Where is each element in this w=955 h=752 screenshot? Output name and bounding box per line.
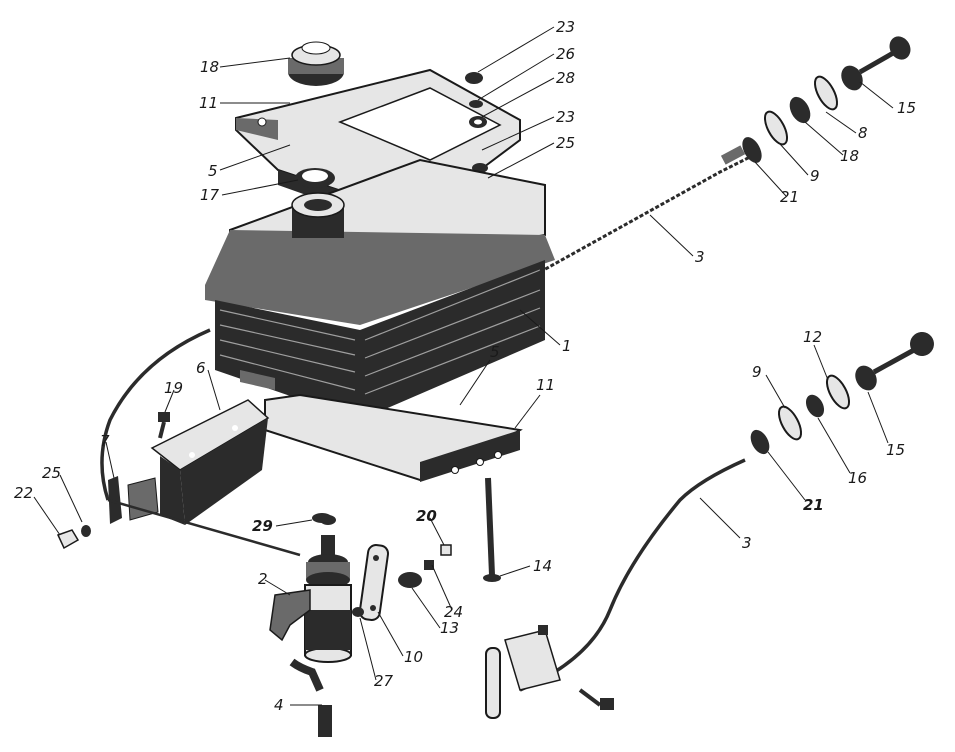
- callout-29: 29: [252, 517, 273, 535]
- callout-18: 18: [200, 58, 219, 76]
- callout-27: 27: [374, 672, 394, 690]
- callout-10: 10: [404, 648, 423, 666]
- control-cable-lower: [485, 332, 934, 719]
- callout-23: 23: [556, 108, 575, 126]
- callout-9: 9: [752, 363, 762, 381]
- filler-cap: [288, 41, 344, 86]
- callout-22: 22: [14, 484, 33, 502]
- callout-14: 14: [533, 557, 552, 575]
- callout-2: 2: [258, 570, 268, 588]
- tap-lever: [358, 544, 390, 621]
- callout-13: 13: [440, 619, 459, 637]
- callout-15: 15: [897, 99, 916, 117]
- callout-7: 7: [100, 432, 110, 450]
- lever-7: [108, 476, 159, 524]
- leader-lines: [33, 26, 894, 706]
- callout-8: 8: [858, 124, 868, 142]
- nut-washer-left: [56, 525, 91, 550]
- callout-25: 25: [556, 134, 575, 152]
- callout-28: 28: [556, 69, 575, 87]
- callout-11: 11: [199, 94, 218, 112]
- side-bracket: [150, 399, 270, 525]
- callout-26: 26: [556, 45, 575, 63]
- callout-20: 20: [416, 507, 437, 525]
- fuel-tap: [269, 515, 352, 663]
- callout-25: 25: [42, 464, 61, 482]
- callout-11: 11: [536, 376, 555, 394]
- callout-15: 15: [886, 441, 905, 459]
- lower-bracket: [240, 370, 523, 482]
- callout-16: 16: [848, 469, 867, 487]
- callout-12: 12: [803, 328, 822, 346]
- callout-23: 23: [556, 18, 575, 36]
- callout-3: 3: [742, 534, 752, 552]
- small-parts: [312, 513, 452, 617]
- callout-labels: 18 11 5 17 23 26 28 23 25 15 8 18 9 21 3…: [14, 18, 916, 714]
- callout-9: 9: [810, 167, 820, 185]
- pipe-4: [289, 658, 332, 737]
- bolt-19: [158, 412, 170, 439]
- callout-17: 17: [200, 186, 220, 204]
- callout-1: 1: [562, 337, 572, 355]
- fuel-tank: [205, 158, 555, 420]
- callout-5: 5: [490, 343, 500, 361]
- callout-18: 18: [840, 147, 859, 165]
- callout-5: 5: [208, 162, 218, 180]
- callout-6: 6: [196, 359, 206, 377]
- long-bolt: [483, 477, 501, 582]
- callout-21: 21: [803, 496, 824, 514]
- callout-19: 19: [164, 379, 183, 397]
- control-cable-upper: [100, 36, 911, 557]
- sealing-ring: [295, 168, 335, 188]
- callout-3: 3: [695, 248, 705, 266]
- callout-24: 24: [444, 603, 463, 621]
- callout-4: 4: [274, 696, 284, 714]
- callout-21: 21: [780, 188, 799, 206]
